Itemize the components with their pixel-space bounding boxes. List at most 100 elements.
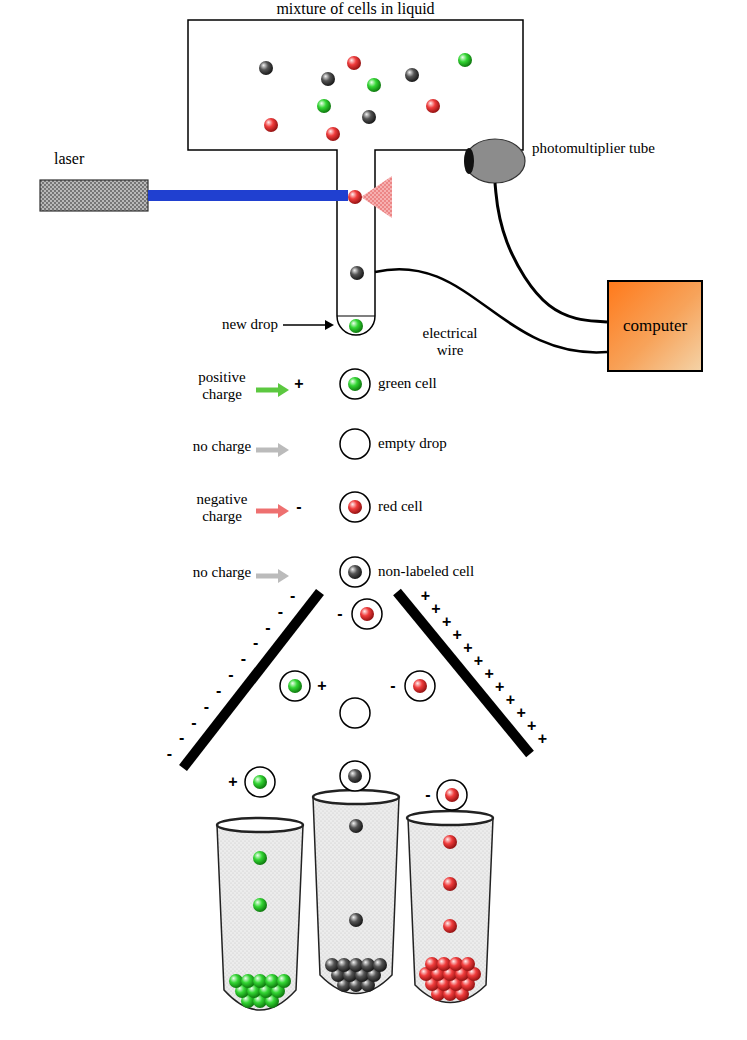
plate-charge-sign: + bbox=[463, 640, 472, 656]
cell-type-label: red cell bbox=[378, 498, 423, 515]
charge-arrowhead bbox=[278, 569, 289, 583]
cell-reservoir-label: mixture of cells in liquid bbox=[188, 0, 523, 18]
cell-type-label: non-labeled cell bbox=[378, 563, 474, 580]
plate-charge-sign: - bbox=[290, 588, 295, 604]
photomultiplier-window bbox=[464, 148, 474, 174]
droplet bbox=[352, 599, 382, 629]
green-cell bbox=[253, 851, 267, 865]
red-cell bbox=[445, 788, 459, 802]
unlabeled-cell bbox=[259, 61, 273, 75]
red-cell bbox=[449, 957, 463, 971]
charge-arrow bbox=[256, 574, 279, 579]
charge-arrow bbox=[256, 509, 279, 514]
photomultiplier-body bbox=[465, 139, 525, 183]
unlabeled-cell bbox=[350, 266, 364, 280]
unlabeled-cell bbox=[348, 565, 362, 579]
laser-label: laser bbox=[40, 150, 148, 168]
charge-label: no charge bbox=[190, 438, 254, 455]
green-cell bbox=[349, 319, 363, 333]
green-cell bbox=[458, 53, 472, 67]
unlabeled-cell bbox=[349, 958, 363, 972]
green-cell bbox=[241, 974, 255, 988]
unlabeled-cell bbox=[349, 913, 363, 927]
charge-sign: + bbox=[294, 376, 303, 392]
fluorescence-emission bbox=[361, 176, 392, 218]
red-cell bbox=[413, 679, 427, 693]
charge-label: negative charge bbox=[190, 491, 254, 526]
plate-charge-sign: + bbox=[474, 653, 483, 669]
collection-tube bbox=[217, 825, 303, 1010]
collection-tube bbox=[313, 797, 399, 994]
charge-arrowhead bbox=[278, 443, 289, 457]
plate-charge-sign: - bbox=[216, 683, 221, 699]
photomultiplier-tube: photomultiplier tube bbox=[460, 132, 661, 183]
drop-boundary bbox=[337, 315, 375, 316]
computer-box: computer bbox=[607, 280, 703, 372]
note-label: new drop bbox=[222, 316, 278, 333]
plate-charge-sign: - bbox=[191, 715, 196, 731]
tube-rim bbox=[217, 818, 303, 832]
green-cell bbox=[265, 974, 279, 988]
red-cell bbox=[347, 56, 361, 70]
droplet bbox=[340, 369, 370, 399]
charge-sign: - bbox=[390, 678, 395, 694]
droplet bbox=[437, 780, 467, 810]
red-cell bbox=[360, 607, 374, 621]
charge-sign: - bbox=[337, 606, 342, 622]
droplet bbox=[245, 767, 275, 797]
green-cell bbox=[348, 377, 362, 391]
plate-charge-sign: - bbox=[167, 746, 172, 762]
red-cell bbox=[443, 835, 457, 849]
unlabeled-cell bbox=[361, 958, 375, 972]
plate-charge-sign: + bbox=[421, 588, 430, 604]
green-cell bbox=[253, 974, 267, 988]
plate-charge-sign: + bbox=[495, 679, 504, 695]
tube-rim bbox=[313, 790, 399, 804]
leader-arrow bbox=[283, 324, 326, 326]
plate-charge-sign: - bbox=[179, 730, 184, 746]
signal-wire bbox=[495, 183, 607, 322]
droplet bbox=[340, 557, 370, 587]
green-cell bbox=[277, 974, 291, 988]
charge-arrow bbox=[256, 388, 279, 393]
red-cell bbox=[461, 957, 475, 971]
laser-beam bbox=[148, 190, 348, 201]
charge-sign: - bbox=[296, 499, 301, 515]
droplet bbox=[340, 761, 370, 791]
plate-charge-sign: + bbox=[484, 666, 493, 682]
charge-sign: - bbox=[425, 787, 430, 803]
charge-sign: + bbox=[317, 678, 326, 694]
collection-tube bbox=[408, 818, 493, 1003]
unlabeled-cell bbox=[321, 72, 335, 86]
green-cell bbox=[288, 679, 302, 693]
droplet bbox=[280, 671, 310, 701]
cell-type-label: empty drop bbox=[378, 435, 447, 452]
red-cell bbox=[264, 118, 278, 132]
unlabeled-cell bbox=[405, 68, 419, 82]
plate-charge-sign: - bbox=[241, 651, 246, 667]
green-cell bbox=[253, 898, 267, 912]
plate-charge-sign: + bbox=[431, 601, 440, 617]
red-cell bbox=[437, 957, 451, 971]
droplet bbox=[340, 698, 370, 728]
unlabeled-cell bbox=[337, 958, 351, 972]
red-cell bbox=[443, 877, 457, 891]
plate-charge-sign: + bbox=[453, 627, 462, 643]
red-cell bbox=[443, 919, 457, 933]
unlabeled-cell bbox=[362, 110, 376, 124]
charge-sign: + bbox=[228, 774, 237, 790]
unlabeled-cell bbox=[373, 958, 387, 972]
plate-charge-sign: + bbox=[516, 705, 525, 721]
charge-arrowhead bbox=[278, 383, 289, 397]
leader-arrowhead bbox=[325, 320, 334, 330]
plate-charge-sign: - bbox=[265, 620, 270, 636]
sample-reservoir bbox=[188, 20, 523, 335]
plate-charge-sign: - bbox=[204, 699, 209, 715]
positive-deflection-plate bbox=[397, 592, 530, 754]
red-cell bbox=[425, 957, 439, 971]
red-cell bbox=[326, 127, 340, 141]
unlabeled-cell bbox=[325, 958, 339, 972]
cell-reservoir: mixture of cells in liquid bbox=[188, 0, 523, 150]
